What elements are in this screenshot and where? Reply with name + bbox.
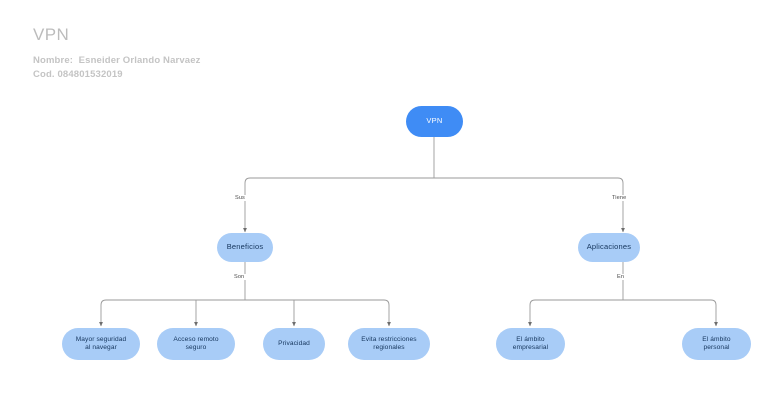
edge-label-sus: Sus: [233, 195, 247, 201]
edge-label-tiene: Tiene: [610, 195, 629, 201]
node-aplicaciones[interactable]: Aplicaciones: [578, 233, 640, 262]
node-leaf-label: El ámbito empresarial: [512, 336, 549, 351]
author-name-line: Nombre: Esneider Orlando Narvaez: [33, 55, 201, 66]
node-leaf-label: Evita restricciones regionales: [361, 336, 417, 351]
node-leaf-label: El ámbito personal: [702, 336, 731, 351]
node-leaf-mayor-seguridad[interactable]: Mayor seguridad al navegar: [62, 328, 140, 360]
node-leaf-privacidad[interactable]: Privacidad: [263, 328, 325, 360]
node-leaf-acceso-remoto[interactable]: Acceso remoto seguro: [157, 328, 235, 360]
page-title: VPN: [33, 25, 70, 44]
node-leaf-label: Acceso remoto seguro: [173, 336, 219, 351]
edge-label-son: Son: [232, 274, 247, 280]
node-root-vpn[interactable]: VPN: [406, 106, 463, 137]
node-aplicaciones-label: Aplicaciones: [586, 242, 632, 252]
edge-aplicaciones-split-bar: [529, 299, 717, 312]
edge-root-split-bar: [244, 177, 624, 196]
node-leaf-ambito-personal[interactable]: El ámbito personal: [682, 328, 751, 360]
node-beneficios-label: Beneficios: [226, 242, 264, 252]
node-leaf-evita-restricciones[interactable]: Evita restricciones regionales: [348, 328, 430, 360]
node-root-label: VPN: [426, 116, 443, 126]
edge-label-en: En: [615, 274, 627, 280]
node-leaf-label: Mayor seguridad al navegar: [75, 336, 127, 351]
node-leaf-label: Privacidad: [278, 340, 310, 348]
edge-beneficios-split-bar: [100, 299, 390, 312]
document-header: VPN Nombre: Esneider Orlando Narvaez Cod…: [33, 25, 453, 82]
node-beneficios[interactable]: Beneficios: [217, 233, 273, 262]
node-leaf-ambito-empresarial[interactable]: El ámbito empresarial: [496, 328, 565, 360]
author-code-line: Cod. 084801532019: [33, 69, 123, 80]
